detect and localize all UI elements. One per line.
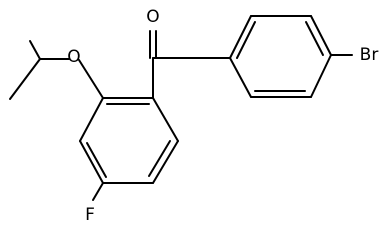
- ring-f-bond-4-inner: [86, 142, 107, 178]
- fluorophenyl-ring: [79, 97, 179, 201]
- fluorine-bond: [92, 182, 104, 201]
- isopropyl-methyl-bond-1: [29, 40, 41, 60]
- isopropoxy-group: [9, 40, 104, 100]
- fluorine-label: F: [85, 205, 95, 225]
- carbonyl-oxygen-label: O: [146, 7, 159, 27]
- ring-f-bond-1: [152, 97, 179, 142]
- ring-f-bond-5: [79, 97, 104, 142]
- ring-b-bond-1-inner: [236, 21, 256, 59]
- ring-b-bond-3: [310, 15, 332, 56]
- ring-f-bond-2-inner: [148, 140, 171, 177]
- ether-oxygen-label: O: [67, 47, 80, 67]
- ring-b-bond-4: [310, 54, 332, 98]
- ring-b-bond-1: [229, 15, 252, 59]
- bromophenyl-ring: [229, 15, 353, 98]
- isopropyl-methyl-bond-2: [9, 58, 41, 100]
- ring-f-bond-2: [152, 140, 179, 184]
- ring-b-bond-6: [229, 57, 252, 98]
- bromine-label: Br: [360, 45, 379, 65]
- carbonyl-group: [149, 30, 231, 99]
- ring-to-ether-oxygen-bond: [78, 59, 104, 99]
- ring-f-bond-4: [79, 140, 104, 184]
- ring-b-bond-3-inner: [305, 21, 324, 56]
